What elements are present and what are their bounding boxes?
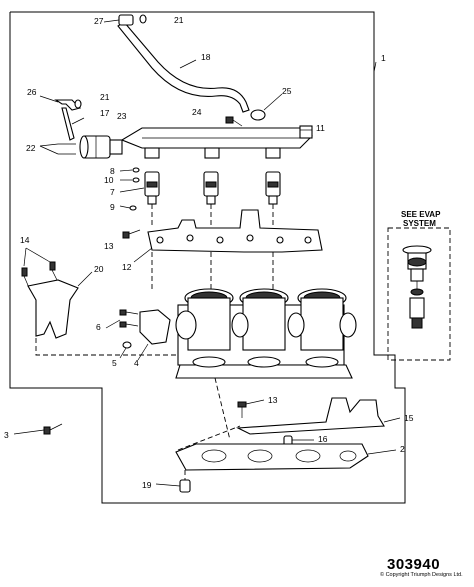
screws-6 xyxy=(119,309,139,328)
callout-13b: 13 xyxy=(268,395,278,405)
callout-18: 18 xyxy=(201,52,211,62)
assembly-frame xyxy=(9,11,406,504)
evap-system-box xyxy=(387,227,451,361)
rail-end-cap xyxy=(299,125,313,139)
fuel-hose xyxy=(117,21,250,113)
callout-13a: 13 xyxy=(104,241,114,251)
o-ring-10 xyxy=(132,177,140,183)
callout-23: 23 xyxy=(117,111,127,121)
callout-16: 16 xyxy=(318,434,328,444)
callout-9: 9 xyxy=(110,202,115,212)
callout-1: 1 xyxy=(381,53,386,63)
o-ring-8 xyxy=(132,167,140,173)
hose-end-fitting-top xyxy=(118,14,134,26)
callout-15: 15 xyxy=(404,413,414,423)
screw-3 xyxy=(43,423,63,435)
callout-4: 4 xyxy=(134,358,139,368)
callout-12: 12 xyxy=(122,262,132,272)
rail-outlet-1 xyxy=(144,147,160,159)
callout-11: 11 xyxy=(316,123,325,133)
callout-22: 22 xyxy=(26,143,36,153)
callout-8: 8 xyxy=(110,166,115,176)
throttle-body-assembly xyxy=(175,288,357,379)
mounting-bracket-20 xyxy=(27,279,79,339)
fuel-injector-1 xyxy=(144,171,160,205)
rail-outlet-2 xyxy=(204,147,220,159)
o-ring-5 xyxy=(122,341,132,349)
hose-connector xyxy=(250,109,266,121)
copyright-notice: © Copyright Triumph Designs Ltd. xyxy=(380,572,463,578)
bracket-15 xyxy=(235,397,385,435)
callout-5: 5 xyxy=(112,358,117,368)
regulator-bracket xyxy=(54,99,82,111)
o-ring-9 xyxy=(129,205,137,211)
rail-outlet-3 xyxy=(265,147,281,159)
fuel-injector-2 xyxy=(203,171,219,205)
callout-7: 7 xyxy=(110,187,115,197)
bolt-24 xyxy=(225,116,243,127)
callout-14: 14 xyxy=(20,235,30,245)
callout-21a: 21 xyxy=(174,15,184,25)
o-ring-regulator xyxy=(74,99,82,109)
evap-title-line1: SEE EVAP xyxy=(401,210,441,219)
callout-27: 27 xyxy=(94,16,104,26)
leader-lines xyxy=(13,19,401,487)
bolt-13-upper xyxy=(122,229,141,239)
fuel-pressure-regulator xyxy=(79,135,123,159)
evap-purge-valve xyxy=(402,245,432,329)
callout-2: 2 xyxy=(400,444,405,454)
callout-3: 3 xyxy=(4,430,9,440)
injector-mounting-plate xyxy=(147,209,323,253)
callout-24: 24 xyxy=(192,107,202,117)
callout-19: 19 xyxy=(142,480,152,490)
callout-17: 17 xyxy=(100,108,110,118)
fuel-injector-3 xyxy=(265,171,281,205)
throttle-position-sensor xyxy=(139,309,171,345)
callout-6: 6 xyxy=(96,322,101,332)
callout-26: 26 xyxy=(27,87,37,97)
drawing-number: 303940 xyxy=(387,556,441,573)
callout-20: 20 xyxy=(94,264,104,274)
callout-21b: 21 xyxy=(100,92,110,102)
bolt-13-lower xyxy=(237,401,247,418)
callout-10: 10 xyxy=(104,175,114,185)
regulator-pipe xyxy=(61,107,75,141)
evap-title-line2: SYSTEM xyxy=(403,219,436,228)
callout-25: 25 xyxy=(282,86,292,96)
plug-19 xyxy=(179,479,191,493)
o-ring-top xyxy=(139,14,147,24)
